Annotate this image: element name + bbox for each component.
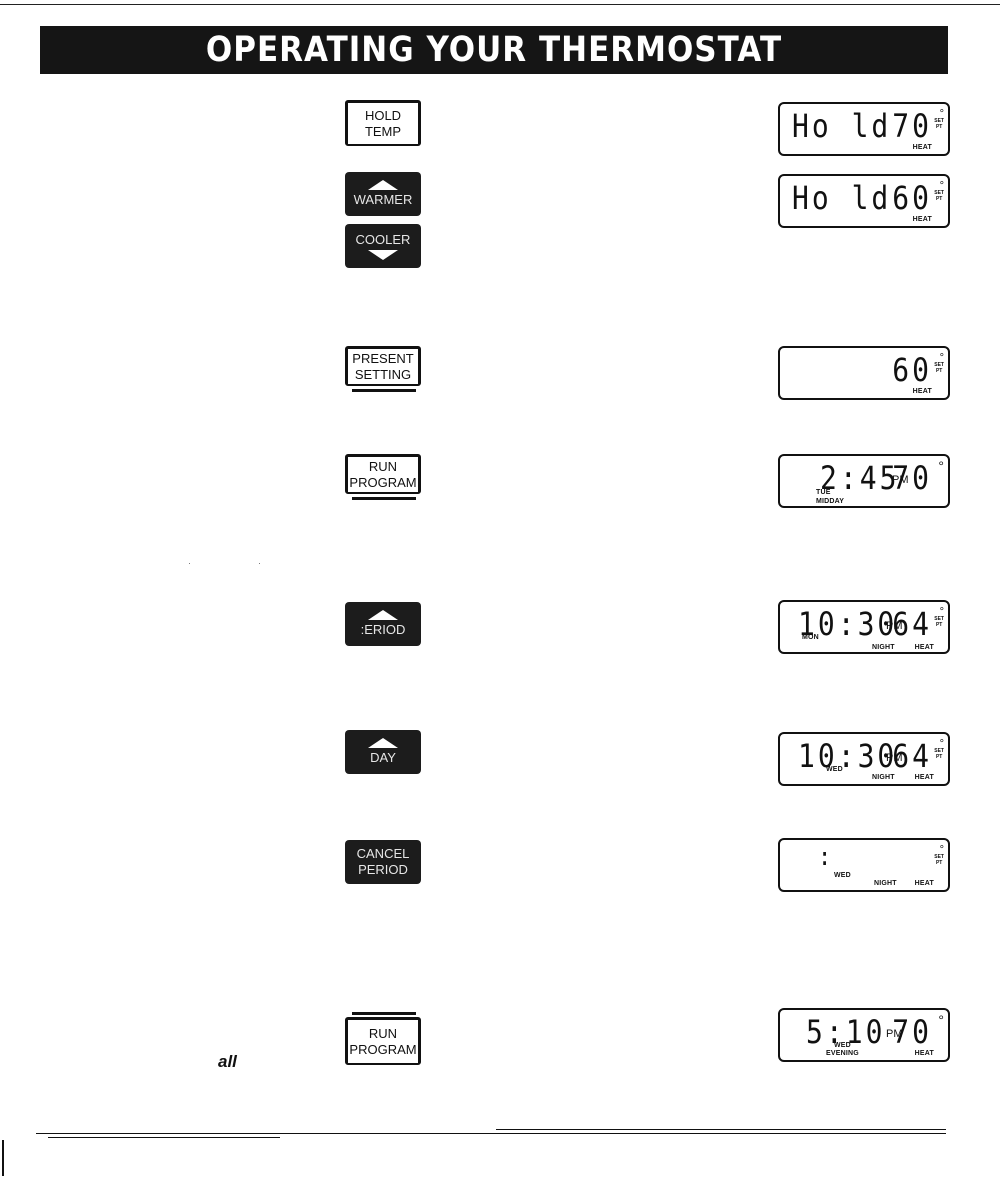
degree-symbol: ° [939, 108, 944, 120]
cancel-period-label-2: PERIOD [358, 862, 408, 877]
display-time: : [818, 843, 835, 872]
cooler-button[interactable]: COOLER [345, 224, 421, 268]
display-temp: 70 [892, 1013, 932, 1051]
button-overbar [352, 1012, 416, 1015]
display-temp: 70 [892, 459, 932, 497]
present-setting-button[interactable]: PRESENT SETTING [345, 346, 421, 386]
page-edge-mark [2, 1140, 4, 1176]
display-main-text: Ho ld [792, 107, 892, 145]
degree-symbol: ° [939, 844, 944, 856]
warmer-button[interactable]: WARMER [345, 172, 421, 216]
display-day: WED [834, 1042, 851, 1049]
run-program-label-2: PROGRAM [349, 474, 417, 490]
display-time: 10:30 [798, 737, 898, 775]
display-temp: 64 [892, 605, 932, 643]
display-time: 5:10 [806, 1013, 886, 1051]
degree-symbol: ° [939, 180, 944, 192]
display-day: WED [826, 766, 843, 773]
warmer-label: WARMER [353, 192, 413, 207]
degree-symbol: ° [939, 738, 944, 750]
degree-symbol: ° [939, 352, 944, 364]
display-temp: 60 [892, 179, 932, 217]
display-run-510: 5:10 PM 70 ° WED EVENING HEAT [778, 1008, 950, 1062]
run-program-label-2: PROGRAM [349, 1041, 417, 1057]
present-setting-label-2: SETTING [354, 366, 412, 382]
display-mode: HEAT [912, 144, 932, 151]
footer-rule [36, 1133, 946, 1134]
scan-speck: · [188, 558, 191, 568]
page-title: OPERATING YOUR THERMOSTAT [205, 29, 783, 71]
degree-symbol: ° [938, 458, 944, 474]
cancel-period-button[interactable]: CANCEL PERIOD [345, 840, 421, 884]
display-run-245: 2:45 PM 70 ° TUE MIDDAY [778, 454, 950, 508]
display-ampm: PM [892, 474, 909, 486]
hold-temp-button[interactable]: HOLD TEMP [345, 100, 421, 146]
run-program-label-1: RUN [368, 458, 398, 474]
text-fragment-all: all [218, 1052, 237, 1071]
display-temp: 64 [892, 737, 932, 775]
display-time: 10:30 [798, 605, 898, 643]
up-arrow-icon [368, 180, 398, 190]
display-main-text: Ho ld [792, 179, 892, 217]
hold-temp-label-2: TEMP [364, 123, 402, 139]
display-ampm: PM [886, 1028, 903, 1040]
display-period: MIDDAY [816, 498, 845, 505]
display-day: WED [834, 872, 851, 879]
top-rule [0, 4, 1000, 5]
button-underbar [352, 497, 416, 500]
display-period: NIGHT [872, 774, 895, 781]
display-mode: HEAT [912, 216, 932, 223]
display-period: NIGHT [874, 880, 897, 887]
run-program-button-2[interactable]: RUN PROGRAM [345, 1017, 421, 1065]
degree-symbol: ° [938, 1012, 944, 1028]
day-button[interactable]: DAY [345, 730, 421, 774]
display-mode: HEAT [914, 1050, 934, 1057]
hold-temp-label-1: HOLD [364, 107, 402, 123]
run-program-button[interactable]: RUN PROGRAM [345, 454, 421, 494]
title-banner: OPERATING YOUR THERMOSTAT [40, 26, 948, 74]
display-mode: HEAT [912, 388, 932, 395]
display-day: TUE [816, 489, 831, 496]
up-arrow-icon [368, 610, 398, 620]
display-period: EVENING [826, 1050, 859, 1057]
display-temp: 70 [892, 107, 932, 145]
down-arrow-icon [368, 250, 398, 260]
display-mode: HEAT [914, 880, 934, 887]
display-ampm: PM [886, 620, 903, 632]
display-mode: HEAT [914, 774, 934, 781]
cooler-label: COOLER [355, 232, 411, 247]
period-button[interactable]: :ERIOD [345, 602, 421, 646]
present-setting-label-1: PRESENT [352, 350, 414, 366]
display-time: 2:45 [820, 459, 900, 497]
footer-rule [48, 1137, 280, 1138]
display-temp: 60 [892, 351, 932, 389]
button-underbar [352, 389, 416, 392]
degree-symbol: ° [939, 606, 944, 618]
scan-speck: · [258, 558, 261, 568]
display-period: NIGHT [872, 644, 895, 651]
footer-rule [496, 1129, 946, 1130]
run-program-label-1: RUN [368, 1025, 398, 1041]
display-ampm: PM [886, 752, 903, 764]
display-day: MON [802, 634, 819, 641]
up-arrow-icon [368, 738, 398, 748]
cancel-period-label-1: CANCEL [356, 846, 410, 861]
day-label: DAY [370, 750, 396, 765]
display-mode: HEAT [914, 644, 934, 651]
period-label: :ERIOD [360, 622, 406, 637]
